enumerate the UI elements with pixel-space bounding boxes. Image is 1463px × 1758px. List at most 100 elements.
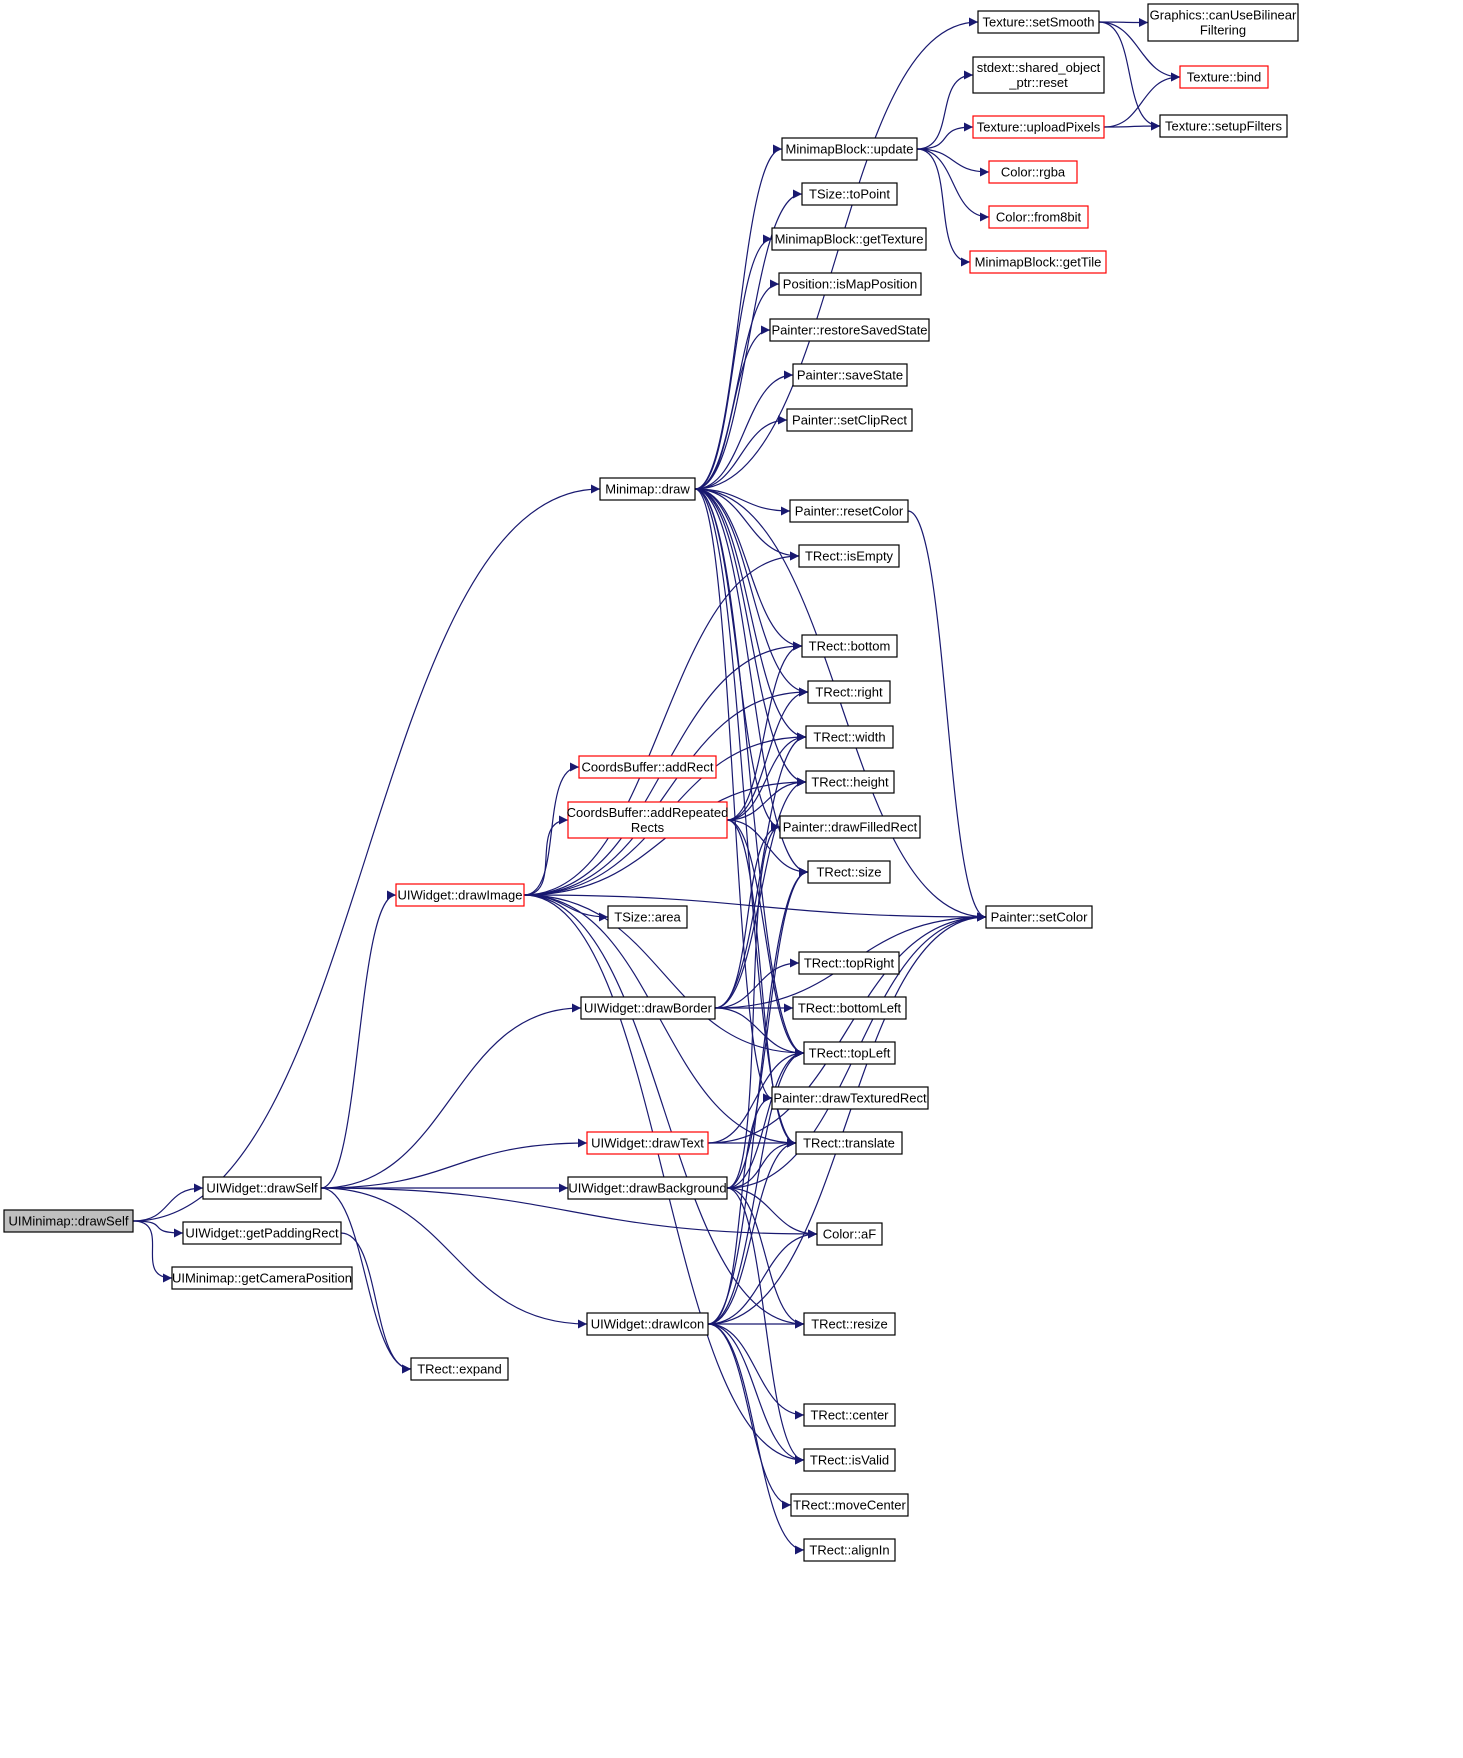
node-tsize-topoint[interactable]: TSize::toPoint xyxy=(801,182,898,206)
node-box xyxy=(779,815,921,839)
node-label: UIMinimap::drawSelf xyxy=(9,1214,129,1229)
edge-path xyxy=(523,762,580,896)
node-stdext-shared-object-ptr-reset[interactable]: stdext::shared_object_ptr::reset xyxy=(972,56,1105,94)
node-label: TSize::toPoint xyxy=(809,187,890,202)
node-trect-movecenter[interactable]: TRect::moveCenter xyxy=(790,1493,909,1517)
node-uiwidget-drawicon[interactable]: UIWidget::drawIcon xyxy=(586,1312,709,1336)
node-minimapblock-update[interactable]: MinimapBlock::update xyxy=(781,137,918,161)
node-uiminimap-getcameraposition[interactable]: UIMinimap::getCameraPosition xyxy=(171,1266,353,1290)
node-painter-drawtexturedrect[interactable]: Painter::drawTexturedRect xyxy=(771,1086,929,1110)
edge-uiwidget_drawbackground-to-color_af xyxy=(726,1187,818,1239)
node-box xyxy=(803,1538,896,1562)
node-label: TRect::bottom xyxy=(809,639,891,654)
node-box xyxy=(1179,65,1269,89)
node-painter-setcliprect[interactable]: Painter::setClipRect xyxy=(786,408,913,432)
node-trect-resize[interactable]: TRect::resize xyxy=(803,1312,896,1336)
node-painter-drawfilledrect[interactable]: Painter::drawFilledRect xyxy=(779,815,921,839)
edge-path xyxy=(132,1183,204,1222)
node-trect-width[interactable]: TRect::width xyxy=(805,725,894,749)
edge-path xyxy=(916,70,974,150)
node-painter-restoresavedstate[interactable]: Painter::restoreSavedState xyxy=(769,318,930,342)
node-texture-bind[interactable]: Texture::bind xyxy=(1179,65,1269,89)
node-label: TRect::isEmpty xyxy=(805,549,894,564)
node-box xyxy=(771,1086,929,1110)
edge-path xyxy=(707,1229,818,1325)
node-box xyxy=(798,544,900,568)
edge-path xyxy=(132,1220,173,1283)
edge-uiwidget_drawborder-to-trect_width xyxy=(714,732,807,1009)
node-trect-center[interactable]: TRect::center xyxy=(803,1403,896,1427)
edge-uiwidget_drawimage-to-coordsbuffer_addrect xyxy=(523,762,580,896)
node-trect-translate[interactable]: TRect::translate xyxy=(795,1131,903,1155)
edge-uiwidget_drawicon-to-trect_center xyxy=(707,1323,805,1420)
edge-minimap_draw-to-texture_setsmooth xyxy=(694,17,979,490)
edge-path xyxy=(694,488,807,787)
node-texture-uploadpixels[interactable]: Texture::uploadPixels xyxy=(972,115,1105,139)
node-label: UIMinimap::getCameraPosition xyxy=(172,1271,352,1286)
node-coordsbuffer-addrect[interactable]: CoordsBuffer::addRect xyxy=(578,755,717,779)
node-texture-setsmooth[interactable]: Texture::setSmooth xyxy=(977,10,1100,34)
node-label: Minimap::draw xyxy=(605,482,690,497)
node-uiminimap-drawself[interactable]: UIMinimap::drawSelf xyxy=(3,1209,134,1233)
node-box xyxy=(778,272,922,296)
edge-uiwidget_drawbackground-to-trect_topleft xyxy=(726,1048,805,1189)
node-trect-expand[interactable]: TRect::expand xyxy=(410,1357,509,1381)
node-trect-topright[interactable]: TRect::topRight xyxy=(798,951,900,975)
node-uiwidget-drawbackground[interactable]: UIWidget::drawBackground xyxy=(567,1176,728,1200)
node-uiwidget-drawborder[interactable]: UIWidget::drawBorder xyxy=(580,996,716,1020)
node-tsize-area[interactable]: TSize::area xyxy=(607,905,688,929)
edge-uiwidget_drawself-to-uiwidget_drawicon xyxy=(320,1187,588,1329)
node-painter-setcolor[interactable]: Painter::setColor xyxy=(985,905,1093,929)
node-painter-resetcolor[interactable]: Painter::resetColor xyxy=(789,499,909,523)
node-label: Painter::resetColor xyxy=(795,504,904,519)
edge-uiwidget_drawimage-to-trect_right xyxy=(523,687,809,896)
node-color-from8bit[interactable]: Color::from8bit xyxy=(988,205,1089,229)
node-trect-topleft[interactable]: TRect::topLeft xyxy=(803,1041,896,1065)
node-trect-size[interactable]: TRect::size xyxy=(807,860,891,884)
node-color-af[interactable]: Color::aF xyxy=(816,1222,883,1246)
edge-minimap_draw-to-trect_topleft xyxy=(694,488,805,1058)
node-label: TRect::center xyxy=(810,1408,889,1423)
edge-path xyxy=(707,1323,805,1465)
node-color-rgba[interactable]: Color::rgba xyxy=(988,160,1078,184)
node-uiwidget-getpaddingrect[interactable]: UIWidget::getPaddingRect xyxy=(182,1221,342,1245)
edge-path xyxy=(694,488,805,1058)
node-trect-right[interactable]: TRect::right xyxy=(807,680,891,704)
node-texture-setupfilters[interactable]: Texture::setupFilters xyxy=(1159,114,1288,138)
node-position-ismapposition[interactable]: Position::isMapPosition xyxy=(778,272,922,296)
node-uiwidget-drawself[interactable]: UIWidget::drawSelf xyxy=(202,1176,322,1200)
node-box xyxy=(792,363,908,387)
edge-path xyxy=(694,325,771,490)
edge-path xyxy=(707,1138,797,1325)
edge-path xyxy=(1103,121,1161,131)
node-trect-isvalid[interactable]: TRect::isValid xyxy=(803,1448,896,1472)
node-label: Painter::saveState xyxy=(797,368,903,383)
edge-uiwidget_drawbackground-to-trect_size xyxy=(726,867,809,1189)
node-minimap-draw[interactable]: Minimap::draw xyxy=(599,477,696,501)
node-trect-isempty[interactable]: TRect::isEmpty xyxy=(798,544,900,568)
node-box xyxy=(786,408,913,432)
node-uiwidget-drawimage[interactable]: UIWidget::drawImage xyxy=(395,883,525,907)
edge-uiminimap_drawself-to-uiminimap_getcameraposition xyxy=(132,1220,173,1283)
node-painter-savestate[interactable]: Painter::saveState xyxy=(792,363,908,387)
edge-path xyxy=(1098,17,1149,27)
edge-path xyxy=(916,122,974,150)
node-trect-height[interactable]: TRect::height xyxy=(805,770,895,794)
node-trect-bottom[interactable]: TRect::bottom xyxy=(801,634,898,658)
edge-path xyxy=(320,1138,588,1189)
node-uiwidget-drawtext[interactable]: UIWidget::drawText xyxy=(586,1131,709,1155)
node-minimapblock-gettexture[interactable]: MinimapBlock::getTexture xyxy=(771,227,927,251)
node-label: TRect::bottomLeft xyxy=(798,1001,902,1016)
edge-uiminimap_drawself-to-uiwidget_drawself xyxy=(132,1183,204,1222)
node-box xyxy=(3,1209,134,1233)
node-box xyxy=(395,883,525,907)
edge-path xyxy=(523,815,569,896)
node-box xyxy=(789,499,909,523)
edge-path xyxy=(707,1048,805,1144)
node-box xyxy=(969,250,1107,274)
node-trect-alignin[interactable]: TRect::alignIn xyxy=(803,1538,896,1562)
node-trect-bottomleft[interactable]: TRect::bottomLeft xyxy=(792,996,907,1020)
node-minimapblock-gettile[interactable]: MinimapBlock::getTile xyxy=(969,250,1107,274)
